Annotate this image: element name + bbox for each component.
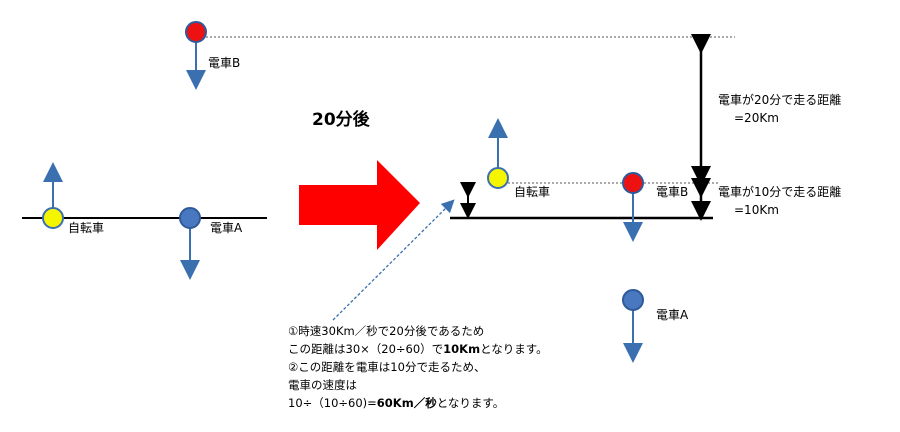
after-train-b-dot [622, 172, 644, 194]
note-line-3: ②この距離を電車は10分で走るため、 [288, 360, 485, 374]
distance-10km-label-line2: =10Km [734, 203, 779, 217]
note-line-2: この距離は30×（20÷60）で10Kmとなります。 [288, 342, 548, 356]
explanation-note: ①時速30Km／秒で20分後であるため この距離は30×（20÷60）で10Km… [288, 324, 548, 410]
before-bicycle-label: 自転車 [68, 221, 104, 235]
distance-20km-label-line1: 電車が20分で走る距離 [718, 92, 841, 107]
note-line-2-post: となります。 [480, 342, 548, 356]
distance-20km-label-line2: =20Km [734, 111, 779, 125]
before-bicycle-dot [42, 207, 64, 229]
after-bicycle-dot [487, 167, 509, 189]
note-line-2-pre: この距離は30×（20÷60）で [288, 342, 443, 356]
note-line-5-bold: 60Km／秒 [377, 396, 437, 410]
note-line-5-post: となります。 [437, 396, 505, 410]
after-train-a-label: 電車A [656, 308, 689, 322]
before-train-b-dot [185, 21, 207, 43]
after-time-label: 20分後 [312, 109, 371, 130]
note-line-1: ①時速30Km／秒で20分後であるため [288, 324, 484, 338]
note-line-5-pre: 10÷（10÷60)= [288, 396, 377, 410]
before-train-a-dot [179, 207, 201, 229]
distance-10km-label-line1: 電車が10分で走る距離 [718, 184, 841, 199]
before-train-b-label: 電車B [208, 56, 240, 70]
callout-dashed-arrow [332, 199, 455, 321]
transition-arrow [299, 160, 420, 250]
before-train-a-label: 電車A [210, 221, 243, 235]
note-line-5: 10÷（10÷60)=60Km／秒となります。 [288, 396, 504, 410]
after-train-b-label: 電車B [656, 185, 688, 199]
note-line-4: 電車の速度は [288, 378, 357, 392]
note-line-2-bold: 10Km [443, 342, 480, 356]
after-bicycle-label: 自転車 [514, 185, 550, 199]
after-train-a-dot [622, 289, 644, 311]
